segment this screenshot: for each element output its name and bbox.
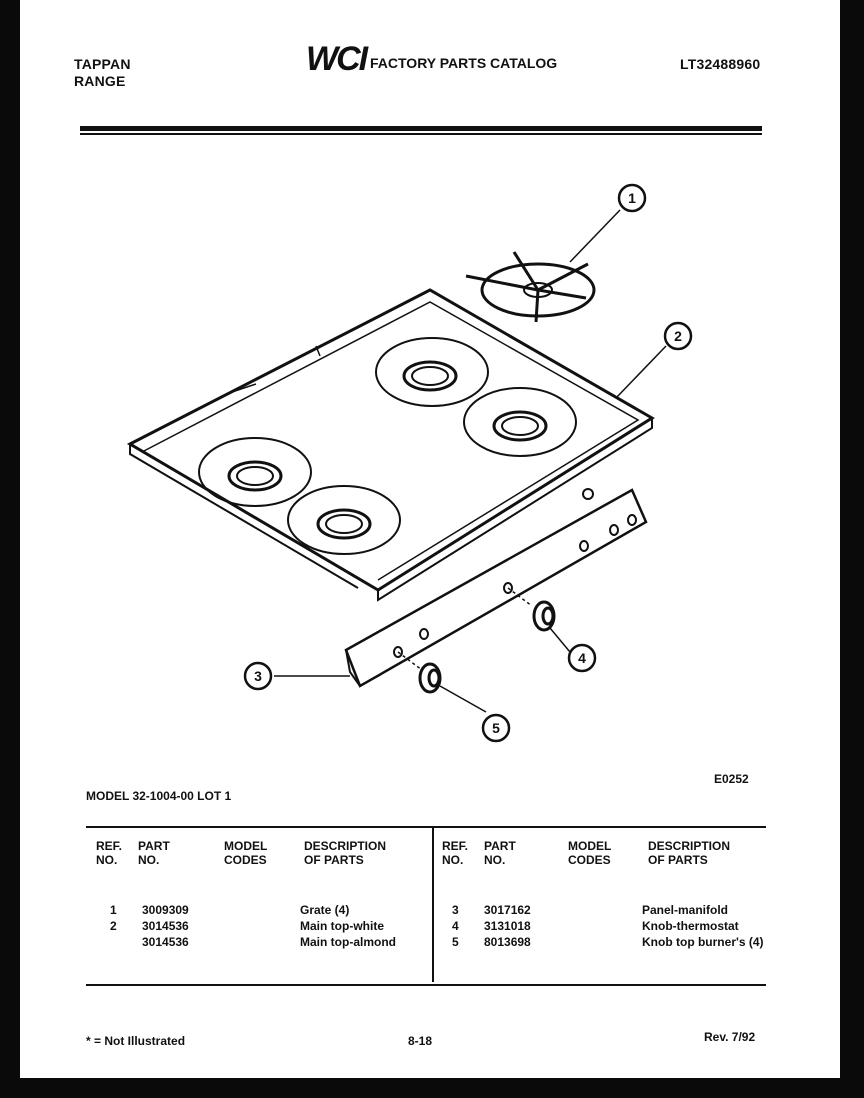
callout-3 — [243, 661, 273, 691]
table-row-desc: Main top-white — [300, 919, 384, 933]
knobs — [418, 600, 556, 694]
table-row-ref: 4 — [452, 919, 459, 933]
figure-code: E0252 — [714, 772, 749, 786]
table-row-ref: 1 — [110, 903, 117, 917]
exploded-diagram: 1 2 3 4 5 — [126, 183, 693, 743]
left-ref-column: 1 2 — [110, 902, 117, 950]
manifold-panel — [344, 488, 648, 688]
catalog-title: FACTORY PARTS CATALOG — [370, 55, 558, 71]
header-rule — [80, 126, 762, 131]
table-bottom-rule — [86, 984, 766, 986]
header-ref-right: REF.NO. — [442, 839, 469, 867]
callout-label-3: 3 — [254, 668, 262, 684]
grate — [465, 251, 596, 323]
model-code: LT32488960 — [680, 56, 761, 72]
brand-line1: TAPPAN — [74, 56, 131, 72]
table-top-rule — [86, 826, 766, 828]
footnote: * = Not Illustrated — [86, 1034, 186, 1048]
callout-1 — [617, 183, 647, 213]
parts-catalog-page: TAPPAN RANGE WCI FACTORY PARTS CATALOG L… — [20, 0, 840, 1078]
callout-label-1: 1 — [628, 190, 636, 206]
left-part-column: 3009309 3014536 3014536 — [142, 902, 189, 950]
brand-line2: RANGE — [74, 73, 126, 89]
left-desc-column: Grate (4) Main top-white Main top-almond — [300, 902, 396, 950]
burner-wells — [198, 337, 577, 555]
brand-label: TAPPAN RANGE — [74, 56, 131, 90]
header-rule-thin — [80, 133, 762, 135]
revision-label: Rev. 7/92 — [704, 1030, 756, 1044]
table-row-part: 3014536 — [142, 919, 189, 933]
right-ref-column: 3 4 5 — [452, 902, 459, 950]
table-row-ref: 3 — [452, 903, 459, 917]
table-row-part: 8013698 — [484, 935, 531, 949]
table-row-part: 3017162 — [484, 903, 531, 917]
header-ref-left: REF.NO. — [96, 839, 123, 867]
callout-2 — [663, 321, 693, 351]
table-row-ref: 2 — [110, 919, 117, 933]
model-line: MODEL 32-1004-00 LOT 1 — [86, 789, 232, 803]
table-row-part: 3131018 — [484, 919, 531, 933]
right-desc-column: Panel-manifold Knob-thermostat Knob top … — [642, 902, 764, 950]
table-row-desc: Main top-almond — [300, 935, 396, 949]
table-row-part: 3014536 — [142, 935, 189, 949]
table-row-desc: Knob top burner's (4) — [642, 935, 764, 949]
table-row-desc: Grate (4) — [300, 903, 350, 917]
wci-logo: WCI — [306, 40, 368, 78]
table-divider — [432, 828, 434, 982]
callout-label-4: 4 — [578, 650, 586, 666]
table-row-ref: 5 — [452, 935, 459, 949]
right-part-column: 3017162 3131018 8013698 — [484, 902, 531, 950]
page-number: 8-18 — [408, 1034, 433, 1048]
table-row-ref — [110, 934, 117, 950]
callout-label-2: 2 — [674, 328, 682, 344]
table-row-part: 3009309 — [142, 903, 189, 917]
callout-5 — [481, 713, 511, 743]
table-row-desc: Knob-thermostat — [642, 919, 739, 933]
table-row-desc: Panel-manifold — [642, 903, 729, 917]
callout-label-5: 5 — [492, 720, 500, 736]
callout-4 — [567, 643, 597, 673]
